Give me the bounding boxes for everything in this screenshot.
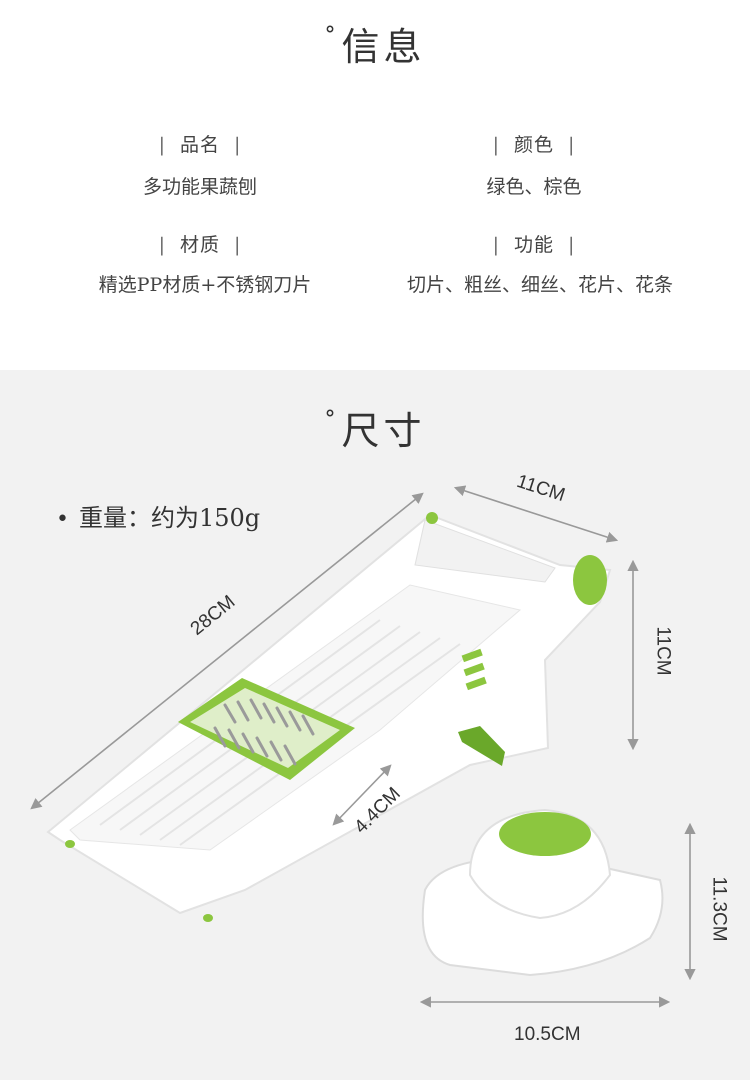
material-label-text: 材质	[179, 234, 220, 256]
size-title-text: 尺寸	[341, 409, 426, 453]
food-holder	[421, 808, 664, 977]
function-label: | 功能 |	[404, 230, 664, 257]
bar-left: |	[492, 134, 500, 156]
size-section: °尺寸 •重量：约为150g	[0, 370, 750, 1080]
degree-mark: °	[324, 407, 340, 432]
product-illustration	[30, 485, 696, 1008]
bar-right: |	[568, 134, 576, 156]
color-label: | 颜色 |	[404, 130, 664, 157]
name-label-text: 品名	[179, 134, 220, 156]
name-value: 多功能果蔬刨	[142, 176, 257, 198]
name-label: | 品名 |	[70, 130, 330, 157]
function-label-text: 功能	[513, 234, 554, 256]
dimension-arrows	[30, 485, 696, 1008]
degree-mark: °	[324, 23, 340, 48]
bar-left: |	[158, 134, 166, 156]
bar-left: |	[492, 234, 500, 256]
bar-right: |	[234, 134, 242, 156]
color-value: 绿色、棕色	[486, 176, 582, 198]
bar-right: |	[568, 234, 576, 256]
info-title: °信息	[0, 16, 750, 71]
bar-left: |	[158, 234, 166, 256]
dim-holder-height: 11.3CM	[708, 876, 730, 942]
color-label-text: 颜色	[513, 134, 554, 156]
material-label: | 材质 |	[70, 230, 330, 257]
function-value: 切片、粗丝、细丝、花片、花条	[406, 274, 673, 296]
bar-right: |	[234, 234, 242, 256]
material-value: 精选PP材质+不锈钢刀片	[98, 274, 312, 296]
info-title-text: 信息	[341, 25, 426, 69]
size-title: °尺寸	[0, 400, 750, 455]
dim-height-side: 11CM	[652, 626, 674, 676]
dim-holder-width: 10.5CM	[514, 1024, 581, 1045]
info-section: °信息 | 品名 | 多功能果蔬刨 | 颜色 | 绿色、棕色 | 材质 | 精选PP材质+不…	[0, 0, 750, 370]
